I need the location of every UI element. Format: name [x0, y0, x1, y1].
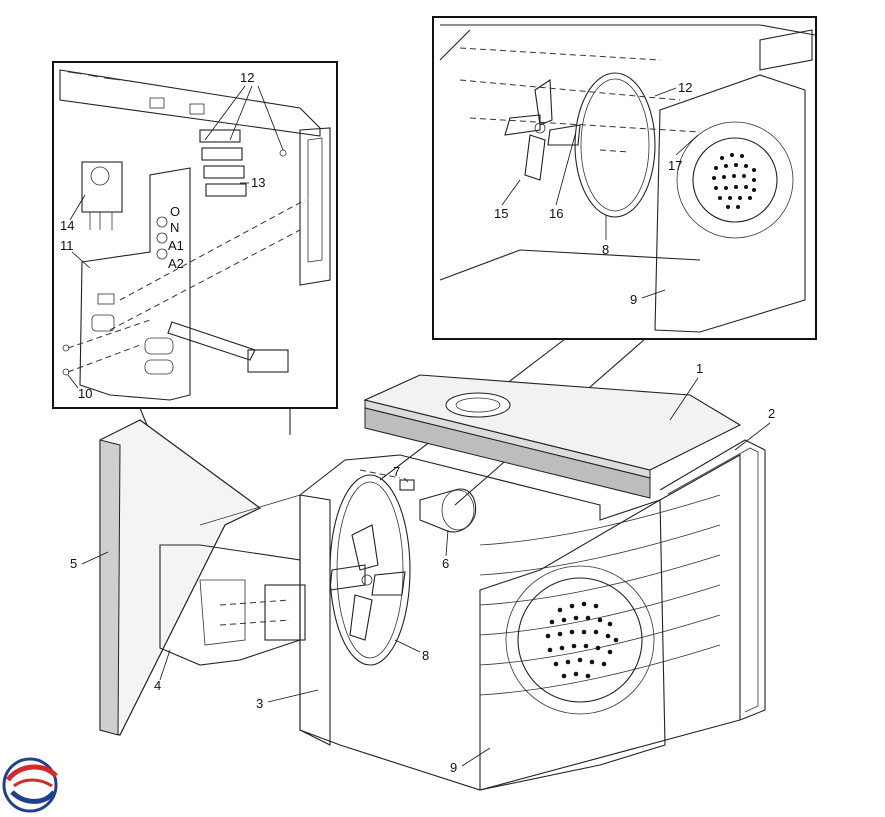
- callout-2: 2: [768, 406, 775, 421]
- marking-a2: A2: [168, 256, 184, 271]
- part-3-side-panel: [199, 494, 331, 746]
- callout-17: 17: [668, 158, 682, 173]
- callout-16: 16: [549, 206, 563, 221]
- callout-8-inset: 8: [602, 242, 609, 257]
- part-7-part: [399, 479, 415, 491]
- callout-7: 7: [393, 464, 400, 479]
- callout-1: 1: [696, 361, 703, 376]
- callout-4: 4: [154, 678, 161, 693]
- callout-3: 3: [256, 696, 263, 711]
- panel-markings: O N A1 A2: [168, 204, 184, 271]
- right-inset-frame: [432, 16, 817, 340]
- left-inset-rail: [59, 69, 321, 137]
- callout-9-inset: 9: [630, 292, 637, 307]
- part-8-ring-element: [329, 474, 411, 666]
- left-inset: O N A1 A2 12 13 14 11 10: [52, 61, 338, 409]
- control-panel: [79, 167, 191, 401]
- marking-o: O: [170, 204, 180, 219]
- marking-n: N: [170, 220, 179, 235]
- part-1-top-insulation: [363, 374, 742, 499]
- left-inset-side-bracket: [299, 127, 331, 286]
- callout-5: 5: [70, 556, 77, 571]
- callout-14: 14: [60, 218, 74, 233]
- callout-12-right: 12: [678, 80, 692, 95]
- right-inset: 12 17 15 16 8 9: [432, 16, 817, 340]
- switch-block: [199, 129, 247, 197]
- panel-cutouts: [91, 216, 174, 375]
- part-2-gasket: [659, 439, 766, 721]
- part-9-back-panel: [479, 499, 666, 791]
- part-14-switch: [81, 161, 123, 230]
- brand-logo: [2, 757, 58, 813]
- callout-15: 15: [494, 206, 508, 221]
- callout-13: 13: [251, 175, 265, 190]
- callout-9-main: 9: [450, 760, 457, 775]
- main-grille-holes: [545, 601, 619, 679]
- right-inset-fan: [504, 79, 581, 181]
- right-inset-back-wall: [654, 74, 806, 333]
- slider-tab: [247, 349, 289, 373]
- part-4-bracket: [159, 544, 306, 666]
- slider-bar: [167, 321, 256, 361]
- callout-11: 11: [60, 238, 74, 253]
- callout-10: 10: [78, 386, 92, 401]
- callout-12-left: 12: [240, 70, 254, 85]
- callout-8-main: 8: [422, 648, 429, 663]
- callout-6: 6: [442, 556, 449, 571]
- marking-a1: A1: [168, 238, 184, 253]
- right-inset-grille-holes: [712, 153, 756, 209]
- part-5-insulation: [99, 419, 262, 736]
- part-6-lamp: [419, 488, 477, 533]
- right-inset-fan-grille: [692, 137, 778, 223]
